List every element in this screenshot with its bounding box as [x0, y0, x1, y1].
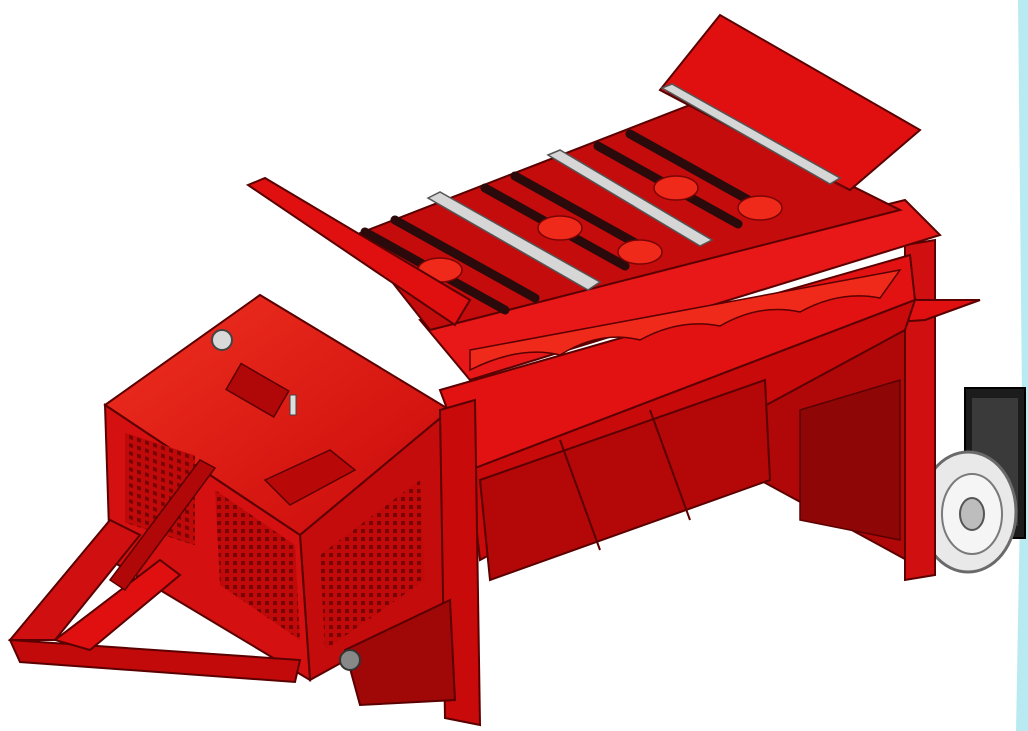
front-hopper-wall: [245, 176, 472, 327]
engine-enclosure: [103, 293, 457, 682]
engine-vent-front: [215, 490, 300, 640]
steel-grate-strips: [426, 83, 842, 291]
roller-drums: [417, 175, 783, 283]
tow-drawbar: [7, 459, 302, 684]
front-support-legs: [339, 398, 482, 727]
edge-accent: [1016, 0, 1028, 731]
engine-vent-side: [320, 480, 425, 650]
exhaust-cap: [211, 329, 233, 351]
rear-wheel: [918, 387, 1026, 574]
